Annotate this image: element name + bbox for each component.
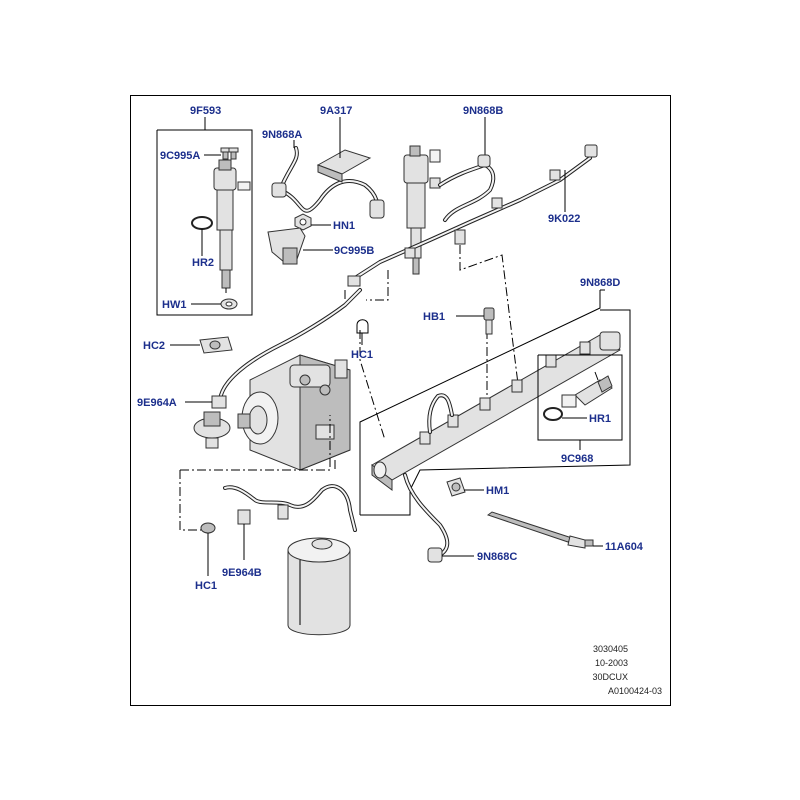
label-9n868b: 9N868B <box>463 105 503 117</box>
label-9n868a: 9N868A <box>262 129 302 141</box>
label-9c968: 9C968 <box>561 453 593 465</box>
o-ring-hr2 <box>191 216 213 230</box>
diagram-frame <box>130 95 671 706</box>
label-9c995a: 9C995A <box>160 150 200 162</box>
label-hn1: HN1 <box>333 220 355 232</box>
label-hb1: HB1 <box>423 311 445 323</box>
fitting-9e964a <box>185 401 231 449</box>
label-hc2: HC2 <box>143 340 165 352</box>
fuel-pipe-9n868a <box>271 140 385 219</box>
fuel-rail-9n868d <box>371 331 621 491</box>
label-hc1-top: HC1 <box>351 349 373 361</box>
injector-left <box>213 159 251 293</box>
label-hr1: HR1 <box>589 413 611 425</box>
injector-group-left <box>156 117 253 316</box>
label-9n868d: 9N868D <box>580 277 620 289</box>
label-9a317: 9A317 <box>320 105 352 117</box>
fuel-pipe-9n868c <box>403 473 474 563</box>
bracket-9c995b <box>267 227 333 265</box>
label-9k022: 9K022 <box>548 213 580 225</box>
label-hw1: HW1 <box>162 299 186 311</box>
label-11a604: 11A604 <box>605 541 644 553</box>
label-hc1-bottom: HC1 <box>195 580 217 592</box>
label-hm1: HM1 <box>486 485 509 497</box>
label-hr2: HR2 <box>192 257 214 269</box>
leak-off-pipe-9k022 <box>347 144 598 287</box>
clip-hc1-bottom <box>200 522 216 576</box>
label-9e964b: 9E964B <box>222 567 262 579</box>
bolt-hb1 <box>456 307 495 335</box>
label-9n868c: 9N868C <box>477 551 517 563</box>
clip-hc2 <box>170 336 233 354</box>
clip-9a317 <box>316 117 372 183</box>
high-pressure-pump <box>237 354 351 471</box>
clip-hm1 <box>446 477 484 497</box>
nut-hn1 <box>294 213 331 231</box>
fuel-filter <box>287 537 351 636</box>
label-9f593: 9F593 <box>190 105 221 117</box>
clamp-screws-9c995a <box>220 147 239 160</box>
ref-model: 30DCUX <box>592 672 628 682</box>
fuel-pipe-9n868b <box>438 117 496 222</box>
clip-hc1-top <box>356 319 369 345</box>
seal-hr1 <box>543 407 587 421</box>
injector-right <box>403 145 441 275</box>
pipe-9e964a <box>211 288 362 409</box>
pressure-sensor-9c968 <box>537 354 623 450</box>
ref-number: 3030405 <box>593 644 628 654</box>
ref-date: 10-2003 <box>595 658 628 668</box>
ref-illustration: A0100424-03 <box>608 686 662 696</box>
feed-pipe-9e964b <box>223 484 357 560</box>
label-9e964a: 9E964A <box>137 397 177 409</box>
label-9c995b: 9C995B <box>334 245 374 257</box>
glow-plug-11a604 <box>486 511 603 549</box>
